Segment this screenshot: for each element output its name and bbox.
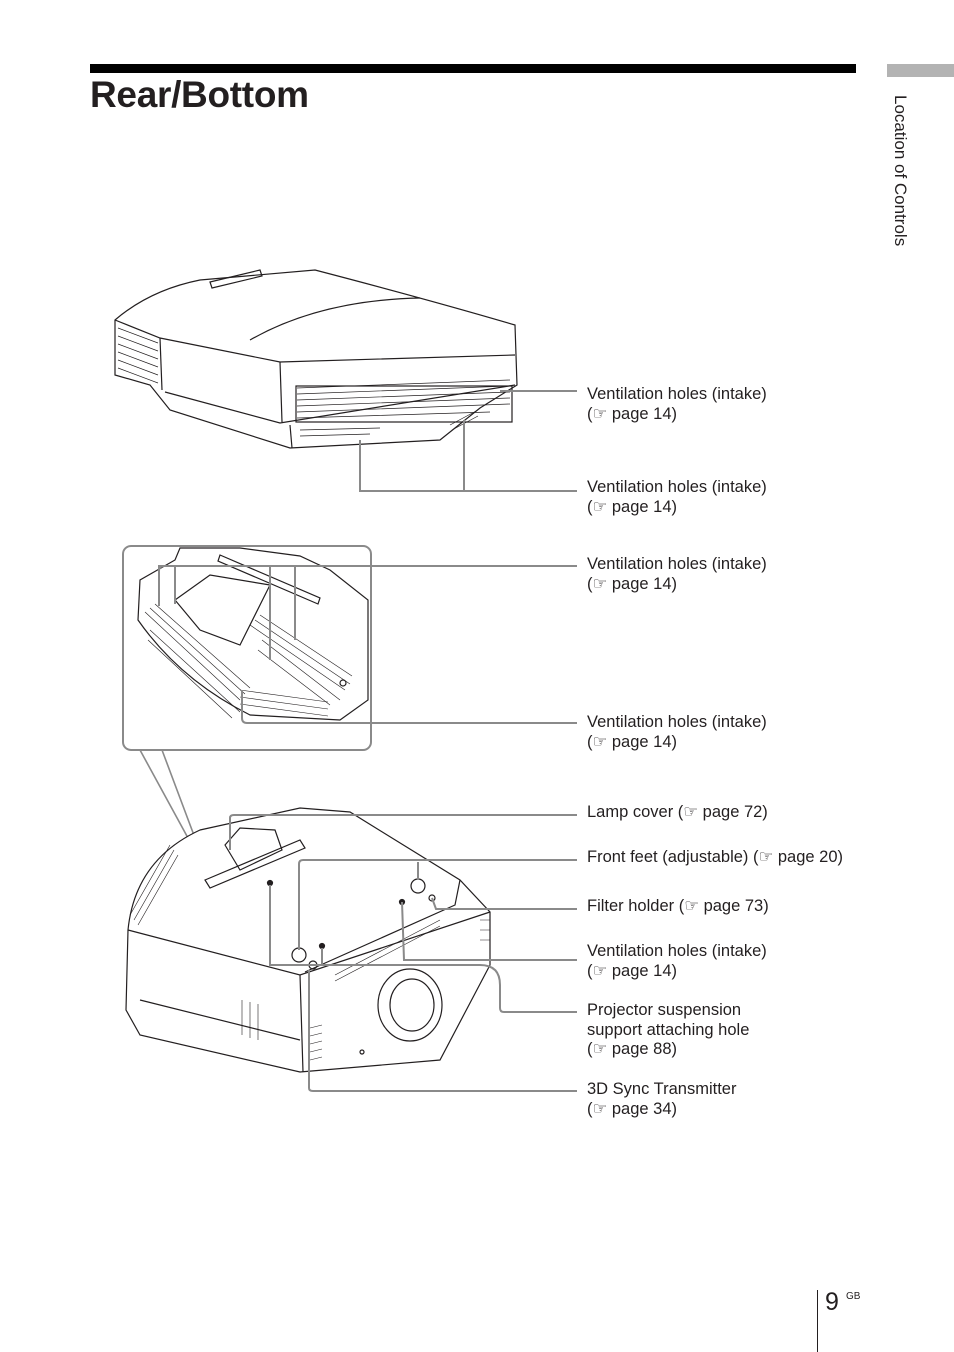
title-rule <box>90 64 856 73</box>
callout-front-feet: Front feet (adjustable) (☞ page 20) <box>587 848 844 866</box>
projector-rear-view-illustration <box>114 269 518 449</box>
section-tab-label: Location of Controls <box>891 95 910 247</box>
page-title: Rear/Bottom <box>90 74 309 115</box>
callout-lamp-cover: Lamp cover (☞ page 72) <box>587 803 768 821</box>
callout-ventilation-rear-upper: Ventilation holes (intake)(☞ page 14) <box>587 385 767 423</box>
callout-ventilation-rear-lower: Ventilation holes (intake)(☞ page 14) <box>587 478 767 516</box>
callout-3d-sync-transmitter: 3D Sync Transmitter(☞ page 34) <box>587 1080 737 1118</box>
bottom-detail-zoom-illustration <box>122 545 372 839</box>
projector-bottom-view-illustration <box>125 807 491 1073</box>
section-tab-marker <box>887 64 954 77</box>
callout-leaders <box>158 390 577 1092</box>
callout-ventilation-detail-upper: Ventilation holes (intake)(☞ page 14) <box>587 555 767 593</box>
callout-ventilation-detail-lower: Ventilation holes (intake)(☞ page 14) <box>587 713 767 751</box>
callout-ventilation-bottom: Ventilation holes (intake)(☞ page 14) <box>587 942 767 980</box>
page-number: 9 <box>825 1288 839 1316</box>
page-number-suffix: GB <box>846 1291 861 1302</box>
page-number-rule <box>817 1290 818 1352</box>
callout-filter-holder: Filter holder (☞ page 73) <box>587 897 769 915</box>
